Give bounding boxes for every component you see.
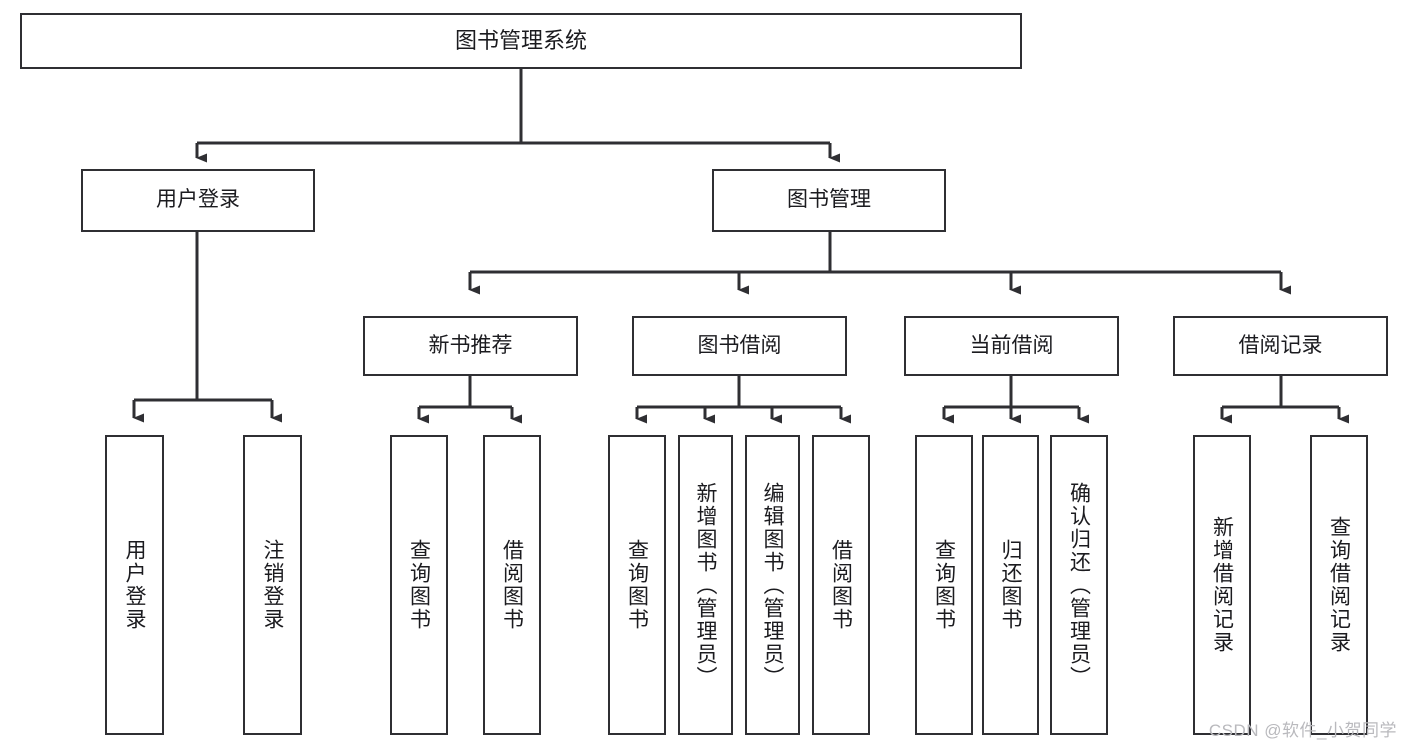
node-label: 新书推荐 bbox=[428, 333, 513, 357]
leaf-query-book-borrow[interactable]: 查询图书 bbox=[608, 435, 666, 735]
leaf-logout-login[interactable]: 注销登录 bbox=[243, 435, 302, 735]
node-label: 查询借阅记录 bbox=[1327, 516, 1351, 654]
connector-lines bbox=[132, 68, 1349, 424]
node-current-borrow[interactable]: 当前借阅 bbox=[904, 316, 1119, 376]
node-label: 借阅图书 bbox=[500, 539, 524, 631]
node-label: 确认归还（管理员） bbox=[1067, 481, 1091, 689]
node-label: 编辑图书（管理员） bbox=[761, 481, 784, 689]
node-label: 查询图书 bbox=[407, 539, 431, 631]
leaf-return-book[interactable]: 归还图书 bbox=[982, 435, 1039, 735]
node-label: 用户登录 bbox=[156, 188, 240, 212]
node-label: 查询图书 bbox=[625, 539, 649, 631]
node-label: 用户登录 bbox=[123, 539, 146, 631]
node-book-management[interactable]: 图书管理 bbox=[712, 169, 946, 232]
node-label: 注销登录 bbox=[261, 539, 284, 631]
leaf-user-login[interactable]: 用户登录 bbox=[105, 435, 164, 735]
node-label: 新增图书（管理员） bbox=[694, 481, 717, 689]
leaf-add-borrow-record[interactable]: 新增借阅记录 bbox=[1193, 435, 1251, 735]
node-label: 借阅图书 bbox=[829, 539, 853, 631]
leaf-query-book-recommend[interactable]: 查询图书 bbox=[390, 435, 448, 735]
node-label: 图书借阅 bbox=[697, 333, 782, 357]
node-label: 当前借阅 bbox=[969, 333, 1054, 357]
node-book-borrow[interactable]: 图书借阅 bbox=[632, 316, 847, 376]
leaf-borrow-book-recommend[interactable]: 借阅图书 bbox=[483, 435, 541, 735]
node-borrow-record[interactable]: 借阅记录 bbox=[1173, 316, 1388, 376]
node-new-book-recommend[interactable]: 新书推荐 bbox=[363, 316, 578, 376]
leaf-query-borrow-record[interactable]: 查询借阅记录 bbox=[1310, 435, 1368, 735]
leaf-borrow-book[interactable]: 借阅图书 bbox=[812, 435, 870, 735]
leaf-confirm-return-admin[interactable]: 确认归还（管理员） bbox=[1050, 435, 1108, 735]
leaf-query-book-current[interactable]: 查询图书 bbox=[915, 435, 973, 735]
node-label: 图书管理系统 bbox=[454, 28, 587, 54]
leaf-add-book-admin[interactable]: 新增图书（管理员） bbox=[678, 435, 733, 735]
leaf-edit-book-admin[interactable]: 编辑图书（管理员） bbox=[745, 435, 800, 735]
node-user-login[interactable]: 用户登录 bbox=[81, 169, 315, 232]
node-label: 新增借阅记录 bbox=[1210, 516, 1234, 654]
node-root-book-management-system[interactable]: 图书管理系统 bbox=[20, 13, 1022, 69]
node-label: 图书管理 bbox=[787, 188, 871, 212]
node-label: 查询图书 bbox=[932, 539, 956, 631]
node-label: 借阅记录 bbox=[1238, 333, 1323, 357]
node-label: 归还图书 bbox=[999, 539, 1022, 631]
